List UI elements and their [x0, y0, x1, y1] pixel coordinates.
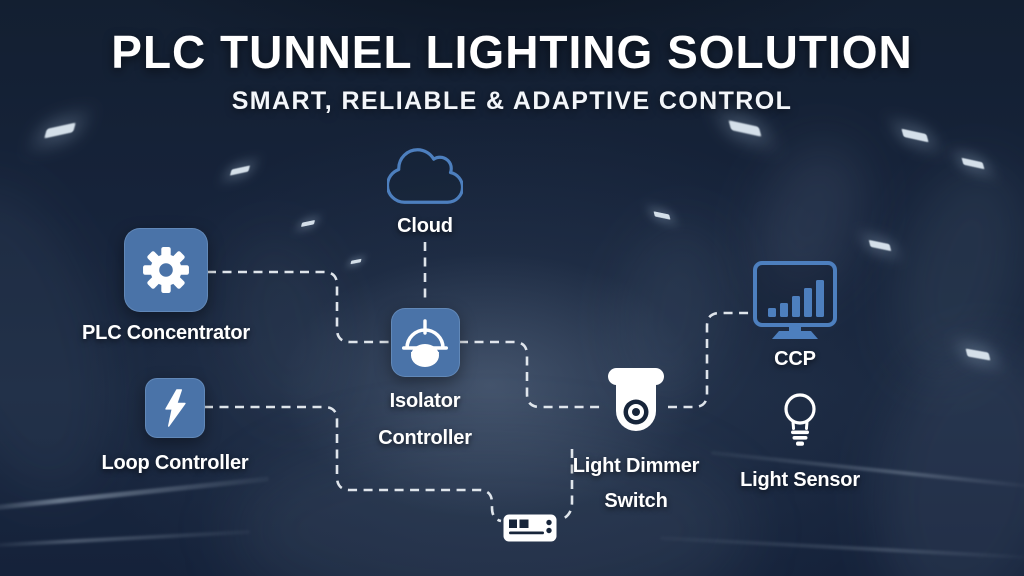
monitor-bar-chart-icon [753, 261, 837, 339]
connector-plc-isolator [207, 270, 389, 344]
plc-concentrator-box [124, 228, 208, 312]
connector-dimmer-ccp [668, 311, 750, 409]
node-isolator-controller: Isolator Controller [350, 308, 500, 451]
light-dimmer-switch-label-line1: Light Dimmer [572, 455, 700, 477]
connector-isolator-dimmer [459, 340, 600, 409]
control-module-icon [503, 514, 557, 542]
isolator-controller-box [390, 308, 460, 377]
ccp-label: CCP [774, 348, 816, 370]
node-cloud: Cloud [363, 146, 487, 239]
page-subtitle: SMART, RELIABLE & ADAPTIVE CONTROL [231, 87, 793, 115]
light-dimmer-switch-label-line2: Switch [604, 490, 668, 512]
isolator-controller-label-line2: Controller [378, 427, 472, 449]
lightning-bolt-icon [165, 389, 186, 427]
gear-icon [143, 247, 189, 293]
cloud-icon [387, 148, 463, 204]
loop-controller-label: Loop Controller [101, 452, 249, 474]
node-light-dimmer-switch: Light Dimmer Switch [550, 368, 722, 514]
isolator-controller-label-line1: Isolator [389, 390, 461, 412]
connector-loop-module [204, 405, 502, 523]
loop-controller-box [145, 378, 205, 438]
dome-camera-icon [608, 368, 664, 431]
header: PLC TUNNEL LIGHTING SOLUTION SMART, RELI… [0, 26, 1024, 116]
plc-concentrator-label: PLC Concentrator [82, 322, 250, 344]
light-sensor-label: Light Sensor [740, 469, 860, 491]
light-bulb-icon [784, 393, 816, 446]
node-loop-controller: Loop Controller [95, 378, 255, 476]
node-plc-concentrator: PLC Concentrator [82, 228, 250, 346]
connector-dimmer-module [558, 449, 574, 522]
hard-hat-icon [402, 318, 448, 367]
node-power-line-module [503, 514, 557, 542]
node-ccp: CCP [723, 260, 867, 372]
page-title: PLC TUNNEL LIGHTING SOLUTION [111, 26, 913, 78]
node-light-sensor: Light Sensor [722, 392, 878, 493]
cloud-label: Cloud [397, 215, 453, 237]
